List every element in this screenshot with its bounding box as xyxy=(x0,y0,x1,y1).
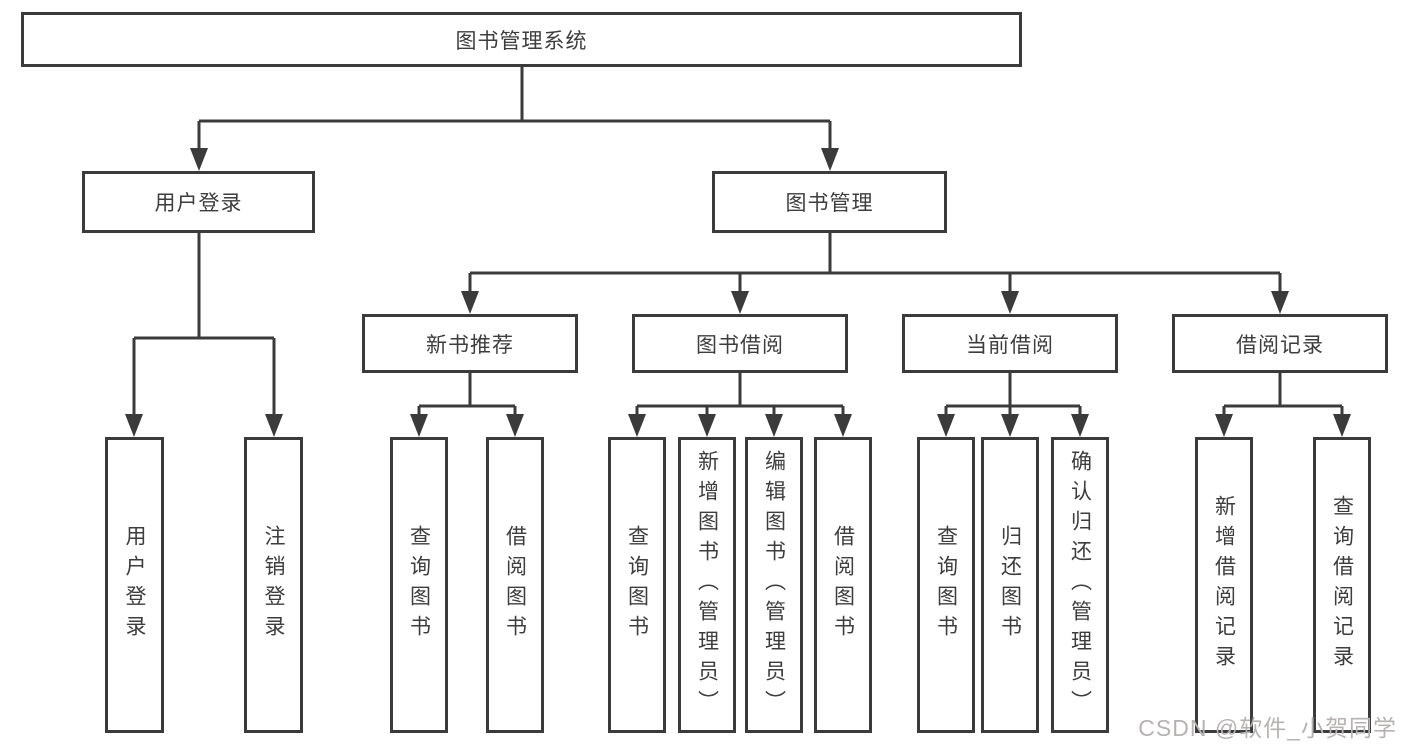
node-current-borrowing: 当前借阅 xyxy=(902,314,1118,373)
node-book-management-label: 图书管理 xyxy=(785,192,874,215)
node-book-borrowing: 图书借阅 xyxy=(632,314,848,373)
leaf-borrow-books-label: 借阅图书 xyxy=(831,525,855,645)
leaf-query-borrow-record: 查询借阅记录 xyxy=(1313,437,1371,733)
leaf-logout-label: 注销登录 xyxy=(262,525,285,645)
leaf-query-books-recommend-label: 查询图书 xyxy=(407,525,431,645)
node-user-login-label: 用户登录 xyxy=(154,192,243,215)
node-new-book-recommend-label: 新书推荐 xyxy=(426,333,514,357)
leaf-query-books-current-label: 查询图书 xyxy=(934,525,958,645)
leaf-add-books-admin: 新增图书（管理员） xyxy=(678,437,736,733)
leaf-user-login-label: 用户登录 xyxy=(123,525,146,645)
node-book-management: 图书管理 xyxy=(712,171,947,233)
leaf-borrow-books: 借阅图书 xyxy=(814,437,872,733)
leaf-add-borrow-record-label: 新增借阅记录 xyxy=(1212,495,1236,675)
leaf-confirm-return-admin-label: 确认归还（管理员） xyxy=(1068,450,1092,720)
leaf-query-books-borrowing-label: 查询图书 xyxy=(625,525,649,645)
csdn-watermark: CSDN @软件_小贺同学 xyxy=(1138,715,1397,741)
leaf-return-books: 归还图书 xyxy=(981,437,1039,733)
leaf-logout: 注销登录 xyxy=(244,437,303,733)
leaf-add-books-admin-label: 新增图书（管理员） xyxy=(695,450,719,720)
node-root: 图书管理系统 xyxy=(21,12,1022,67)
leaf-edit-books-admin-label: 编辑图书（管理员） xyxy=(762,450,786,720)
leaf-add-borrow-record: 新增借阅记录 xyxy=(1195,437,1253,733)
leaf-return-books-label: 归还图书 xyxy=(998,525,1022,645)
leaf-query-borrow-record-label: 查询借阅记录 xyxy=(1330,495,1354,675)
node-book-borrowing-label: 图书借阅 xyxy=(696,333,784,357)
leaf-confirm-return-admin: 确认归还（管理员） xyxy=(1051,437,1109,733)
leaf-user-login: 用户登录 xyxy=(105,437,164,733)
leaf-query-books-recommend: 查询图书 xyxy=(390,437,448,733)
leaf-borrow-books-recommend-label: 借阅图书 xyxy=(503,525,527,645)
node-borrowing-records: 借阅记录 xyxy=(1172,314,1388,373)
node-new-book-recommend: 新书推荐 xyxy=(362,314,578,373)
leaf-borrow-books-recommend: 借阅图书 xyxy=(486,437,544,733)
node-current-borrowing-label: 当前借阅 xyxy=(966,333,1054,357)
node-root-label: 图书管理系统 xyxy=(455,29,588,53)
node-user-login: 用户登录 xyxy=(82,171,315,233)
leaf-edit-books-admin: 编辑图书（管理员） xyxy=(745,437,803,733)
leaf-query-books-borrowing: 查询图书 xyxy=(608,437,666,733)
leaf-query-books-current: 查询图书 xyxy=(917,437,975,733)
node-borrowing-records-label: 借阅记录 xyxy=(1236,333,1324,357)
